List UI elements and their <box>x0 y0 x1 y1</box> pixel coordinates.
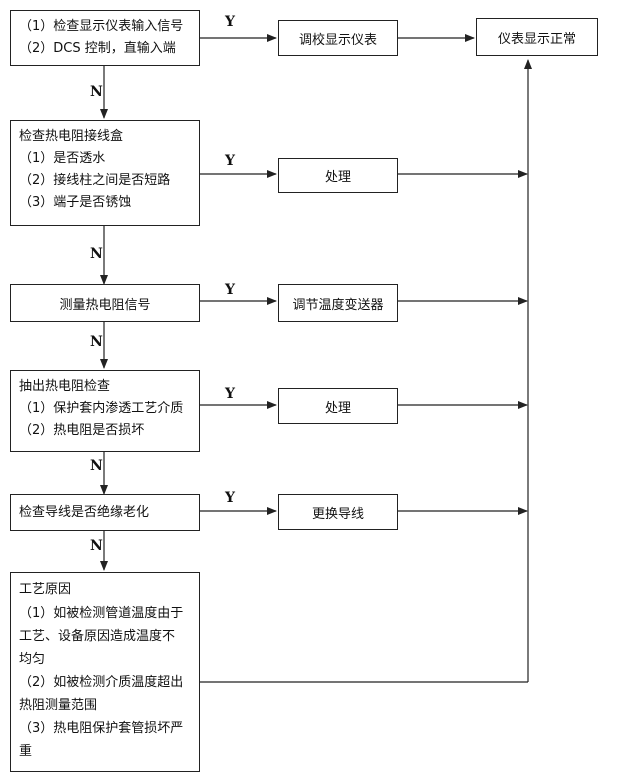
box-line: （1）检查显示仪表输入信号 <box>19 19 184 34</box>
check-box-pull-rtd: 抽出热电阻检查 （1）保护套内渗透工艺介质 （2）热电阻是否损坏 <box>10 370 200 452</box>
box-line: （2）接线柱之间是否短路 <box>19 173 171 188</box>
box-line: 测量热电阻信号 <box>59 297 151 313</box>
box-line: 重 <box>19 744 33 759</box>
action-label: 处理 <box>324 170 351 185</box>
action-box-calibrate-display: 调校显示仪表 <box>278 20 398 56</box>
yes-label: Y <box>225 153 235 169</box>
check-box-wire-insulation: 检查导线是否绝缘老化 <box>10 494 200 531</box>
box-line: （1）保护套内渗透工艺介质 <box>19 401 184 416</box>
no-label: N <box>90 538 103 554</box>
action-box-handle-1: 处理 <box>278 158 398 193</box>
box-line: （1）是否透水 <box>19 151 106 166</box>
box-line: 检查热电阻接线盒 <box>19 129 124 144</box>
box-line: 工艺、设备原因造成温度不 <box>19 629 176 644</box>
box-line: （2）如被检测介质温度超出 <box>19 675 184 690</box>
box-line: 抽出热电阻检查 <box>19 379 111 394</box>
action-label: 调节温度变送器 <box>292 297 384 313</box>
check-box-measure-signal: 测量热电阻信号 <box>10 284 200 322</box>
no-label: N <box>90 334 103 350</box>
box-line: （2）DCS 控制，直输入端 <box>19 41 176 56</box>
box-line: 热阻测量范围 <box>19 698 98 713</box>
box-line: 均匀 <box>19 652 46 667</box>
check-box-junction: 检查热电阻接线盒 （1）是否透水 （2）接线柱之间是否短路 （3）端子是否锈蚀 <box>10 120 200 226</box>
check-box-display-input: （1）检查显示仪表输入信号 （2）DCS 控制，直输入端 <box>10 10 200 66</box>
action-box-handle-2: 处理 <box>278 388 398 424</box>
box-line: （1）如被检测管道温度由于 <box>19 606 184 621</box>
action-label: 更换导线 <box>311 506 364 522</box>
no-label: N <box>90 84 103 100</box>
box-line: （2）热电阻是否损坏 <box>19 423 145 438</box>
action-box-adjust-transmitter: 调节温度变送器 <box>278 284 398 322</box>
yes-label: Y <box>225 282 235 298</box>
box-line: （3）热电阻保护套管损坏严 <box>19 721 184 736</box>
no-label: N <box>90 246 103 262</box>
box-line: 工艺原因 <box>19 582 72 597</box>
result-box-normal-display: 仪表显示正常 <box>476 18 598 56</box>
box-line: 检查导线是否绝缘老化 <box>19 505 150 520</box>
action-label: 处理 <box>324 400 351 416</box>
result-label: 仪表显示正常 <box>497 31 576 47</box>
no-label: N <box>90 458 103 474</box>
action-box-replace-wire: 更换导线 <box>278 494 398 530</box>
box-line: （3）端子是否锈蚀 <box>19 195 132 210</box>
check-box-process-causes: 工艺原因 （1）如被检测管道温度由于 工艺、设备原因造成温度不 均匀 （2）如被… <box>10 572 200 772</box>
yes-label: Y <box>225 386 235 402</box>
yes-label: Y <box>225 14 235 30</box>
action-label: 调校显示仪表 <box>298 32 377 48</box>
yes-label: Y <box>225 490 235 506</box>
